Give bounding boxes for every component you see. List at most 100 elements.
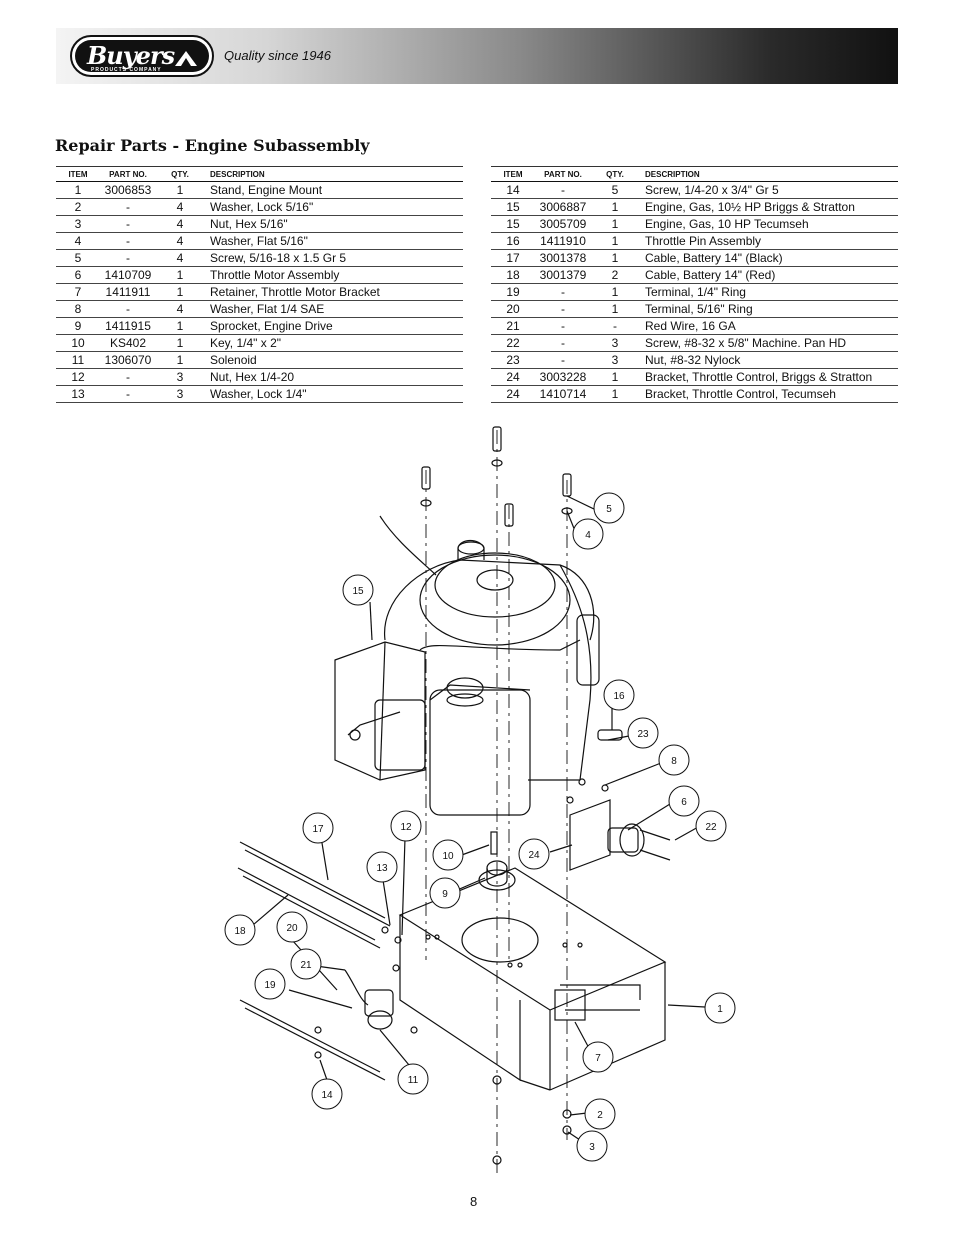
column-header-part-no: PART NO. <box>535 166 591 182</box>
cell-part-no: - <box>100 368 156 386</box>
cell-item: 1 <box>56 181 100 199</box>
cell-part-no: - <box>100 300 156 318</box>
callout-label-10: 10 <box>442 851 454 862</box>
cell-description: Nut, #8-32 Nylock <box>639 351 898 369</box>
cell-qty: 4 <box>156 249 204 267</box>
callout-label-6: 6 <box>681 797 687 808</box>
cell-qty: 3 <box>591 351 639 369</box>
callout-20 <box>276 911 308 943</box>
cell-description: Screw, #8-32 x 5/8" Machine. Pan HD <box>639 334 898 352</box>
callout-14 <box>311 1078 343 1110</box>
cell-part-no: 1411915 <box>100 317 156 335</box>
cell-qty: 4 <box>156 232 204 250</box>
callout-23 <box>627 717 659 749</box>
callout-2 <box>584 1098 616 1130</box>
cell-description: Washer, Lock 1/4" <box>204 385 463 403</box>
cell-part-no: - <box>535 317 591 335</box>
cell-part-no: - <box>100 385 156 403</box>
cell-part-no: 3006887 <box>535 198 591 216</box>
callout-10 <box>432 839 464 871</box>
cell-item: 14 <box>491 181 535 199</box>
cell-item: 24 <box>491 385 535 403</box>
cell-part-no: 3005709 <box>535 215 591 233</box>
cell-part-no: 1410709 <box>100 266 156 284</box>
callout-12 <box>390 810 422 842</box>
callout-label-16: 16 <box>613 691 625 702</box>
callout-5 <box>593 492 625 524</box>
tagline: Quality since 1946 <box>224 48 331 63</box>
cell-qty: 3 <box>156 368 204 386</box>
cell-item: 20 <box>491 300 535 318</box>
cell-description: Washer, Flat 5/16" <box>204 232 463 250</box>
cell-qty: 1 <box>591 232 639 250</box>
cell-description: Terminal, 1/4" Ring <box>639 283 898 301</box>
callout-label-2: 2 <box>597 1110 603 1121</box>
callout-6 <box>668 785 700 817</box>
callout-label-1: 1 <box>717 1004 723 1015</box>
cell-description: Throttle Pin Assembly <box>639 232 898 250</box>
column-header-part-no: PART NO. <box>100 166 156 182</box>
callout-label-19: 19 <box>264 980 276 991</box>
cell-description: Engine, Gas, 10 HP Tecumseh <box>639 215 898 233</box>
cell-item: 10 <box>56 334 100 352</box>
callout-18 <box>224 914 256 946</box>
callout-1 <box>704 992 736 1024</box>
column-header-description: DESCRIPTION <box>639 166 898 182</box>
cell-description: Cable, Battery 14" (Red) <box>639 266 898 284</box>
cell-qty: 1 <box>156 283 204 301</box>
callout-11 <box>397 1063 429 1095</box>
cell-qty: 4 <box>156 215 204 233</box>
callout-label-14: 14 <box>321 1090 333 1101</box>
cell-description: Stand, Engine Mount <box>204 181 463 199</box>
cell-item: 15 <box>491 215 535 233</box>
callout-8 <box>658 744 690 776</box>
callout-label-17: 17 <box>312 824 324 835</box>
cell-description: Sprocket, Engine Drive <box>204 317 463 335</box>
cell-description: Terminal, 5/16" Ring <box>639 300 898 318</box>
callout-label-12: 12 <box>400 822 412 833</box>
callout-3 <box>576 1130 608 1162</box>
cell-part-no: 1411910 <box>535 232 591 250</box>
table-row: 21--Red Wire, 16 GA <box>491 317 898 335</box>
callout-19 <box>254 968 286 1000</box>
cell-part-no: - <box>535 300 591 318</box>
callout-17 <box>302 812 334 844</box>
cell-qty: 5 <box>591 181 639 199</box>
column-header-description: DESCRIPTION <box>204 166 463 182</box>
cell-part-no: - <box>100 198 156 216</box>
callout-label-13: 13 <box>376 863 388 874</box>
cell-description: Key, 1/4" x 2" <box>204 334 463 352</box>
cell-item: 3 <box>56 215 100 233</box>
callout-label-5: 5 <box>606 504 612 515</box>
buyers-logo: Buyers PRODUCTS COMPANY <box>70 35 214 77</box>
cell-qty: 1 <box>156 317 204 335</box>
callout-label-15: 15 <box>352 586 364 597</box>
cell-part-no: - <box>535 283 591 301</box>
cell-description: Screw, 5/16-18 x 1.5 Gr 5 <box>204 249 463 267</box>
cell-qty: - <box>591 317 639 335</box>
cell-part-no: 3003228 <box>535 368 591 386</box>
callout-labels: 1 2 3 4 5 6 7 8 9 10 11 12 13 14 15 16 1… <box>234 504 723 1153</box>
cell-part-no: - <box>535 181 591 199</box>
cell-part-no: KS402 <box>100 334 156 352</box>
cell-description: Nut, Hex 1/4-20 <box>204 368 463 386</box>
cell-item: 5 <box>56 249 100 267</box>
mountain-icon <box>175 51 197 66</box>
column-header-item: ITEM <box>491 166 535 182</box>
cell-description: Bracket, Throttle Control, Briggs & Stra… <box>639 368 898 386</box>
callout-label-24: 24 <box>528 850 540 861</box>
cell-qty: 1 <box>591 300 639 318</box>
